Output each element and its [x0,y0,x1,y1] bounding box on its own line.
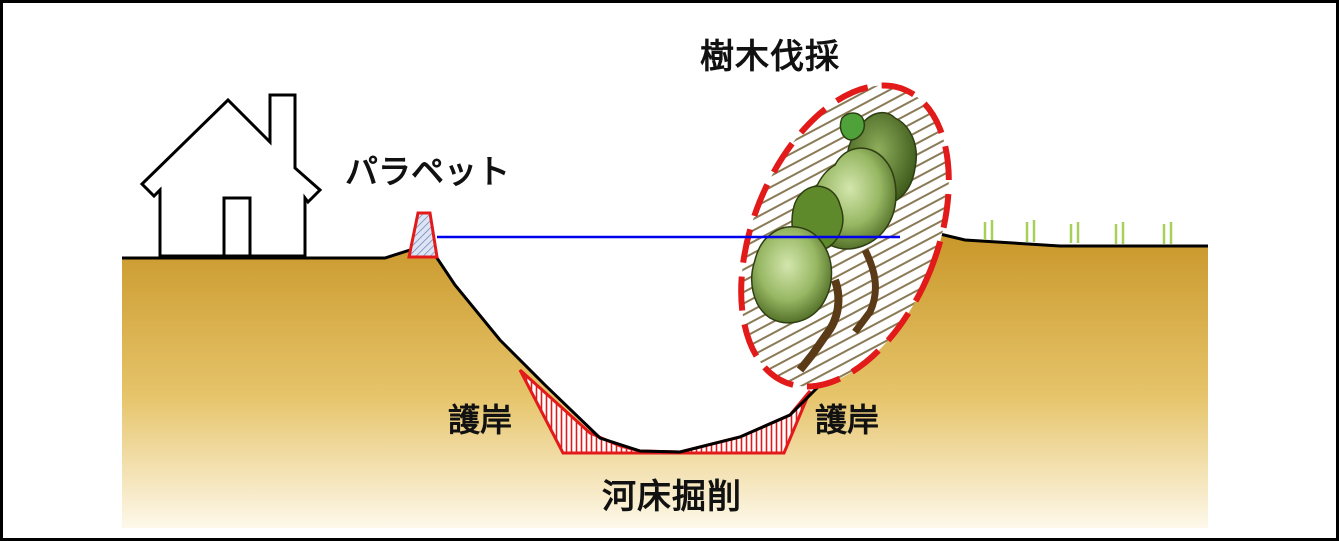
riverbed-excavation-label: 河床掘削 [602,477,742,517]
parapet-icon [407,211,439,259]
revetment-right-label: 護岸 [815,401,880,439]
tree-cutting-label: 樹木伐採 [700,37,840,77]
revetment-left-label: 護岸 [448,401,513,439]
grass-icon [983,220,1173,244]
ground-body [122,234,1208,528]
tree-icon [751,111,917,324]
tree-cut-outline [738,82,952,390]
house-icon [139,93,323,258]
parapet-label: パラペット [345,152,510,191]
